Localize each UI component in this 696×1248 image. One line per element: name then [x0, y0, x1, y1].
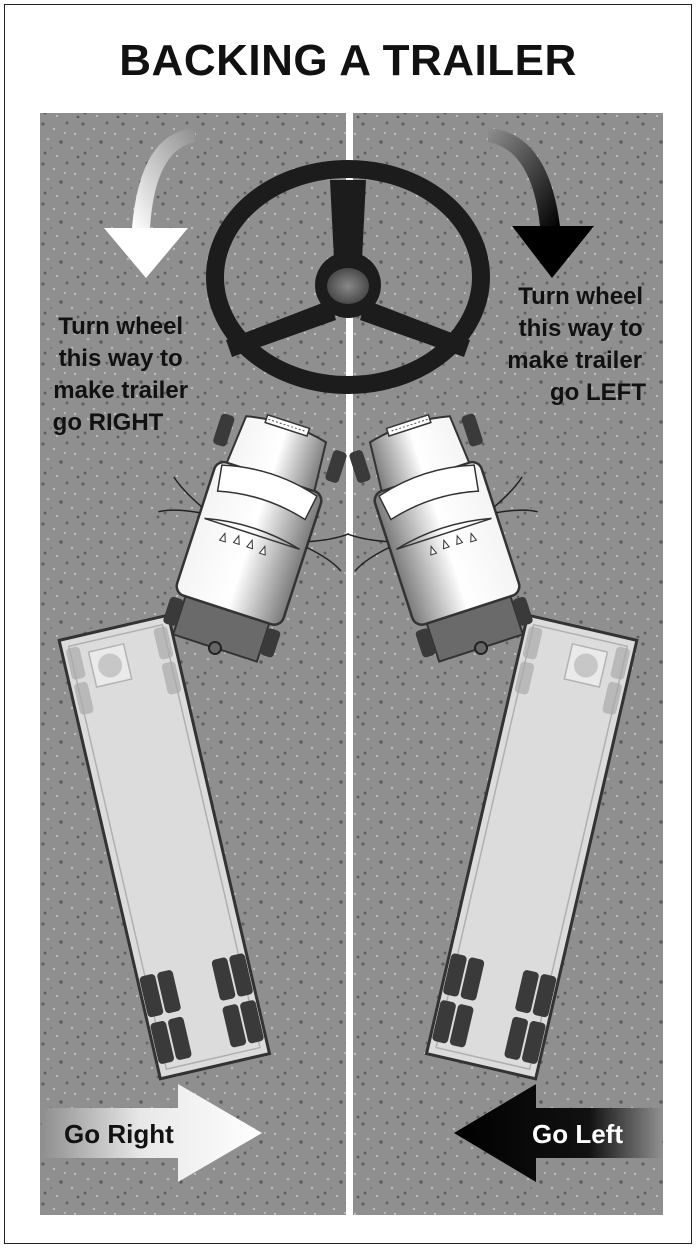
right-instruction-line: make trailer [507, 347, 642, 374]
left-instruction-line: Turn wheel [58, 313, 183, 340]
go-right-label: Go Right [64, 1119, 174, 1149]
right-instruction-line: this way to [519, 315, 643, 342]
left-instruction-line: this way to [59, 345, 183, 372]
left-instruction-line: go RIGHT [53, 409, 164, 436]
right-instruction-line: Turn wheel [518, 283, 643, 310]
center-line [346, 445, 353, 1215]
right-instruction-line: go LEFT [550, 379, 646, 406]
left-instruction-line: make trailer [53, 377, 188, 404]
go-left-label: Go Left [532, 1119, 623, 1149]
